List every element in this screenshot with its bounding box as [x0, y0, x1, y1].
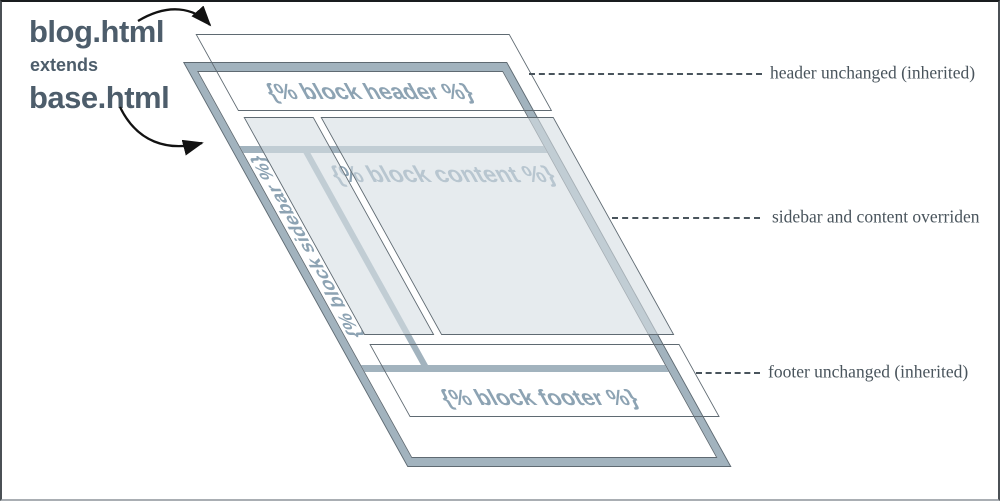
dashed-connector-header [529, 73, 762, 75]
child-template-name: blog.html [29, 14, 164, 49]
skewed-page-diagram: {% block header %} {% block content %} {… [183, 34, 732, 467]
overlay-footer-inherited [369, 344, 720, 417]
dashed-connector-footer [696, 372, 760, 374]
title-panel: blog.html extends base.html [29, 14, 170, 115]
overlay-header-inherited [195, 34, 553, 111]
extends-keyword: extends [30, 55, 99, 75]
callout-header: header unchanged (inherited) [770, 62, 976, 83]
callout-middle: sidebar and content overriden [772, 206, 980, 227]
dashed-connector-middle [612, 217, 760, 219]
parent-template-name: base.html [29, 80, 170, 115]
callout-footer: footer unchanged (inherited) [768, 361, 969, 382]
